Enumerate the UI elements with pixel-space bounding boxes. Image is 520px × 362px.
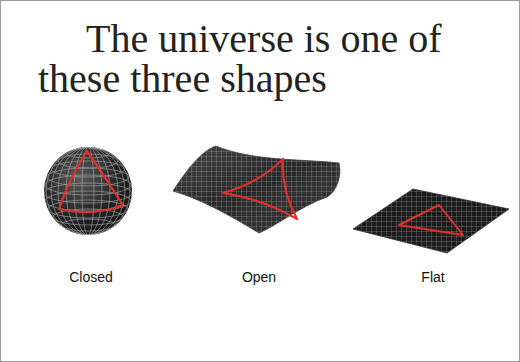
sphere-figure: [44, 147, 132, 235]
shape-label-text: Open: [242, 269, 276, 285]
saddle-figure: [173, 146, 340, 233]
shape-label-text: Flat: [421, 269, 444, 285]
title-block: The universe is one of these three shape…: [38, 19, 488, 99]
shape-label-text: Closed: [69, 269, 113, 285]
shape-label: Closed: [31, 268, 151, 286]
flat-plane-figure: [353, 189, 509, 253]
shape-label: Open: [199, 268, 319, 286]
title-text: The universe is one of these three shape…: [38, 16, 441, 101]
shape-label: Flat: [373, 268, 493, 286]
